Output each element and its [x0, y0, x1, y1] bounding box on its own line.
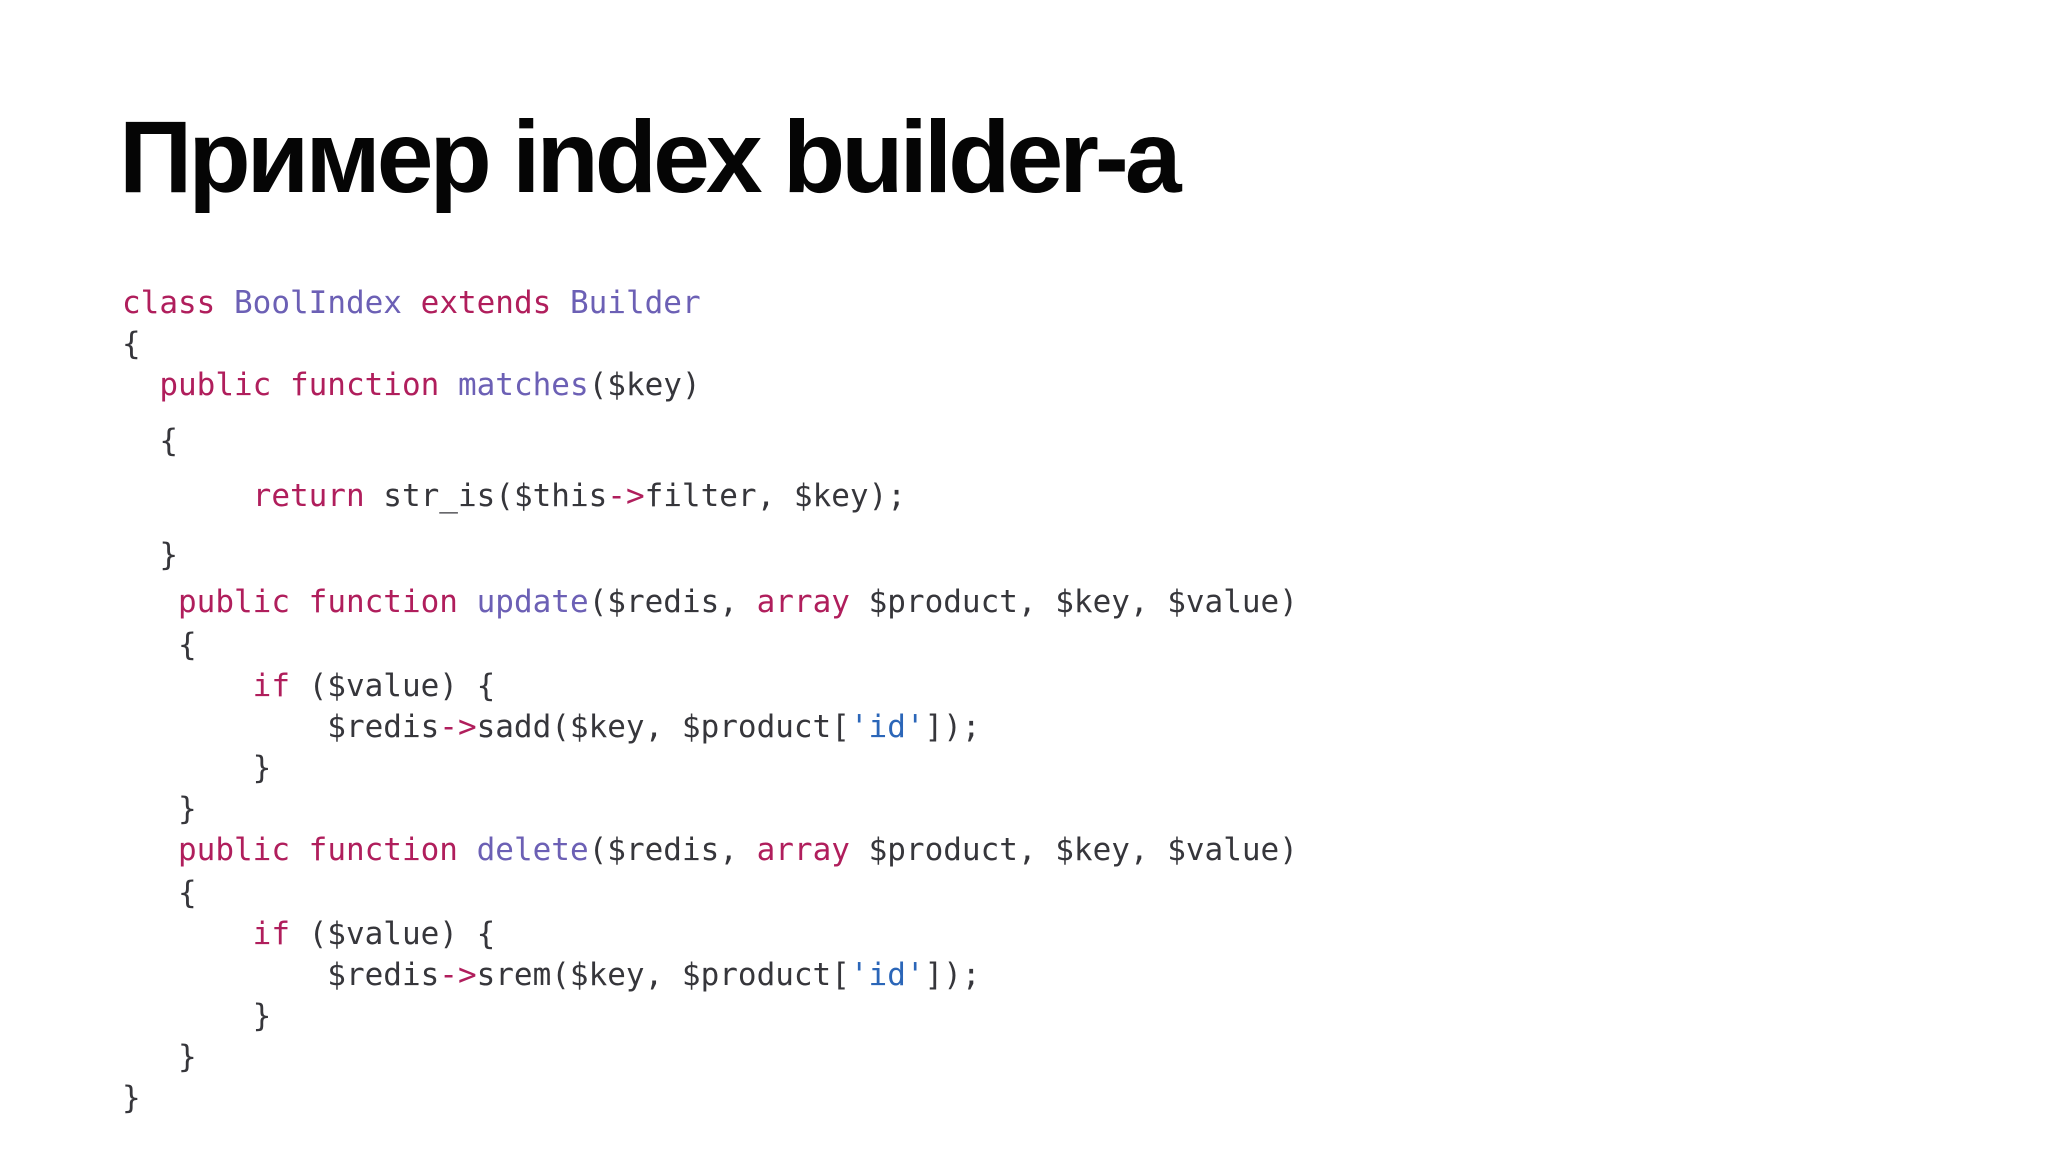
code-token [271, 367, 290, 403]
code-token: delete [476, 832, 589, 868]
code-token: } [122, 1039, 197, 1075]
code-line: $redis->sadd($key, $product['id']); [122, 707, 1298, 748]
code-token: ($key) [588, 367, 701, 403]
code-token [122, 668, 253, 704]
code-token: { [122, 326, 141, 362]
code-token: ($redis, [588, 584, 757, 620]
code-token: $redis [122, 709, 440, 745]
code-token: srem($key, $product[ [476, 957, 850, 993]
code-token: $redis [122, 957, 440, 993]
code-token [290, 832, 309, 868]
code-token [122, 367, 159, 403]
code-token: } [122, 791, 197, 827]
code-token: sadd($key, $product[ [476, 709, 850, 745]
code-block: class BoolIndex extends Builder{ public … [122, 283, 1298, 1119]
code-token: array [756, 832, 850, 868]
code-token: function [289, 367, 440, 403]
code-token: ]); [924, 957, 981, 993]
code-token: 'id' [849, 957, 925, 993]
code-token: str_is($this [364, 478, 608, 514]
code-token: extends [420, 285, 552, 321]
code-line: } [122, 535, 1298, 576]
code-token [122, 916, 253, 952]
code-token: class [122, 285, 216, 321]
code-token [402, 285, 421, 321]
code-line: } [122, 748, 1298, 789]
code-token: ($value) { [289, 668, 496, 704]
code-token [290, 584, 309, 620]
code-token: $product, $key, $value) [849, 584, 1298, 620]
code-token: $product, $key, $value) [849, 832, 1298, 868]
code-token: 'id' [849, 709, 925, 745]
code-token: matches [457, 367, 589, 403]
code-token: public [178, 584, 290, 620]
code-line: { [122, 324, 1298, 365]
code-token: update [476, 584, 589, 620]
code-line: public function delete($redis, array $pr… [122, 830, 1298, 871]
code-line: if ($value) { [122, 666, 1298, 707]
code-token: public [178, 832, 290, 868]
code-token: ($value) { [289, 916, 496, 952]
code-line: { [122, 421, 1298, 462]
slide-title: Пример index builder-a [119, 100, 1182, 214]
code-token [122, 584, 178, 620]
code-token: } [122, 537, 178, 573]
code-token [122, 478, 253, 514]
code-token: -> [607, 478, 645, 514]
code-line: } [122, 996, 1298, 1037]
code-token [458, 584, 477, 620]
code-line: { [122, 873, 1298, 914]
code-token: -> [439, 957, 477, 993]
code-token: if [252, 668, 290, 704]
code-token: Builder [569, 285, 701, 321]
code-line: public function matches($key) [122, 365, 1298, 406]
code-line: return str_is($this->filter, $key); [122, 476, 1298, 517]
code-line: } [122, 1078, 1298, 1119]
code-line: $redis->srem($key, $product['id']); [122, 955, 1298, 996]
code-token: ]); [924, 709, 981, 745]
code-line: public function update($redis, array $pr… [122, 582, 1298, 623]
code-line: } [122, 789, 1298, 830]
code-token: function [308, 584, 458, 620]
code-token: ($redis, [588, 832, 757, 868]
code-token [439, 367, 458, 403]
code-token: if [252, 916, 290, 952]
code-token [215, 285, 234, 321]
code-token: { [122, 875, 197, 911]
code-token: return [252, 478, 365, 514]
code-token: { [122, 627, 197, 663]
code-token [551, 285, 570, 321]
code-token [458, 832, 477, 868]
code-token: } [122, 750, 272, 786]
code-line: } [122, 1037, 1298, 1078]
code-token: -> [439, 709, 477, 745]
code-token: } [122, 1080, 141, 1116]
code-token: BoolIndex [234, 285, 402, 321]
code-token: array [756, 584, 850, 620]
code-token: } [122, 998, 272, 1034]
code-token: public [159, 367, 272, 403]
code-token: filter, $key); [644, 478, 906, 514]
code-line: if ($value) { [122, 914, 1298, 955]
code-line: class BoolIndex extends Builder [122, 283, 1298, 324]
code-token: function [308, 832, 458, 868]
code-token: { [122, 423, 178, 459]
code-token [122, 832, 178, 868]
code-line: { [122, 625, 1298, 666]
